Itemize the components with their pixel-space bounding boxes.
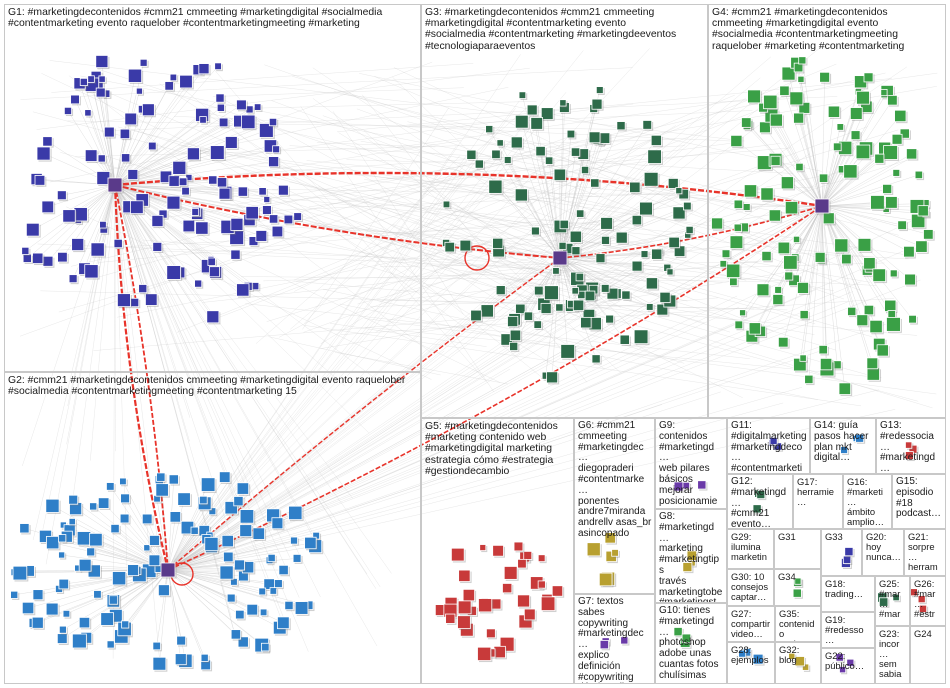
group-g32-label: G32: blog (779, 644, 802, 665)
group-g25-panel: G25: #mar… #mar… #rede… (875, 576, 910, 626)
group-g28-panel: G28: ejemplos (727, 642, 775, 684)
group-g11-label: G11: #digitalmarketing #marketingdeco… #… (731, 420, 807, 474)
group-g23-panel: G23: incor… sem sabia… (875, 626, 910, 684)
group-g19-label: G19: #redesso… (825, 614, 864, 645)
group-g12-label: G12: #marketingd… #cmm21 evento… (731, 476, 787, 529)
group-g29-panel: G29: ilumina marketin… (727, 529, 774, 569)
group-g1-panel: G1: #marketingdecontenidos #cmm21 cmmeet… (4, 4, 421, 372)
group-g7-panel: G7: textos sabes copywriting #marketingd… (574, 594, 655, 684)
group-g15-panel: G15: episodio #18 podcast… (892, 474, 946, 529)
group-g32-panel: G32: blog (775, 642, 821, 684)
group-g14-label: G14: guía pasos hacer plan mkt digital… (814, 420, 869, 464)
group-g31-label: G31 (778, 531, 796, 542)
group-g15-label: G15: episodio #18 podcast… (896, 476, 942, 520)
group-g21-label: G21: sorpre… herram… (908, 531, 938, 576)
group-g2-label: G2: #cmm21 #marketingdecontenidos cmmeet… (8, 375, 406, 398)
group-g10-label: G10: tienes #marketingd… photoshop adobe… (659, 605, 719, 681)
group-g20-label: G20: hoy nunca… (866, 531, 901, 562)
group-g30-label: G30: 10 consejos captar… (731, 571, 769, 602)
group-g6-panel: G6: #cmm21 cmmeeting #marketingdec… dieg… (574, 418, 655, 594)
group-g14-panel: G14: guía pasos hacer plan mkt digital… (810, 418, 876, 474)
group-g27-label: G27: compartir video… (731, 608, 771, 639)
group-g19-panel: G19: #redesso… (821, 612, 875, 648)
group-g26-panel: G26: #mar… #estr… #com… (910, 576, 946, 626)
group-g22-label: G22: público… (825, 650, 865, 671)
group-g16-label: G16: #marketi… ámbito amplio… (847, 476, 884, 527)
group-g5-label: G5: #marketingdecontenidos #marketing co… (425, 421, 558, 477)
group-g24-panel: G24 (910, 626, 946, 684)
group-g35-panel: G35: contenido estás… (775, 606, 821, 642)
group-g4-label: G4: #cmm21 #marketingdecontenidos cmmeet… (712, 7, 905, 52)
group-g12-panel: G12: #marketingd… #cmm21 evento… (727, 474, 793, 529)
group-g9-label: G9: contenidos #marketingd… web pilares … (659, 420, 718, 508)
group-g9-panel: G9: contenidos #marketingd… web pilares … (655, 418, 727, 509)
group-g6-label: G6: #cmm21 cmmeeting #marketingdec… dieg… (578, 420, 652, 539)
group-g18-panel: G18: trading… (821, 576, 875, 612)
group-g34-label: G34 (778, 571, 796, 582)
group-g34-panel: G34 (774, 569, 821, 606)
group-g13-panel: G13: #redessocia… #marketingd… link… (876, 418, 946, 474)
group-g17-label: G17: herramie… (797, 476, 834, 507)
group-g13-label: G13: #redessocia… #marketingd… link… (880, 420, 936, 474)
group-g22-panel: G22: público… (821, 648, 875, 684)
group-g3-panel: G3: #marketingdecontenidos #cmm21 cmmeet… (421, 4, 708, 418)
group-g8-label: G8: #marketingd… marketing #marketingtip… (659, 511, 723, 603)
group-g31-panel: G31 (774, 529, 821, 569)
group-g25-label: G25: #mar… #mar… #rede… (879, 578, 901, 626)
group-g10-panel: G10: tienes #marketingd… photoshop adobe… (655, 603, 727, 684)
group-g17-panel: G17: herramie… (793, 474, 843, 529)
group-g11-panel: G11: #digitalmarketing #marketingdeco… #… (727, 418, 810, 474)
group-g35-label: G35: contenido estás… (779, 608, 815, 642)
group-g8-panel: G8: #marketingd… marketing #marketingtip… (655, 509, 727, 603)
group-g4-panel: G4: #cmm21 #marketingdecontenidos cmmeet… (708, 4, 946, 418)
group-g28-label: G28: ejemplos (731, 644, 769, 665)
group-g20-panel: G20: hoy nunca… (862, 529, 904, 576)
group-g5-panel: G5: #marketingdecontenidos #marketing co… (421, 418, 574, 684)
group-g24-label: G24 (914, 628, 932, 639)
group-g21-panel: G21: sorpre… herram… (904, 529, 946, 576)
group-g2-panel: G2: #cmm21 #marketingdecontenidos cmmeet… (4, 372, 421, 684)
group-g23-label: G23: incor… sem sabia… (879, 628, 902, 684)
group-g29-label: G29: ilumina marketin… (731, 531, 767, 569)
group-g1-label: G1: #marketingdecontenidos #cmm21 cmmeet… (8, 7, 383, 30)
group-g33-label: G33 (825, 531, 843, 542)
group-g33-panel: G33 (821, 529, 862, 576)
group-g16-panel: G16: #marketi… ámbito amplio… (843, 474, 892, 529)
group-g3-label: G3: #marketingdecontenidos #cmm21 cmmeet… (425, 7, 677, 52)
group-g7-label: G7: textos sabes copywriting #marketingd… (578, 596, 644, 683)
group-g30-panel: G30: 10 consejos captar… (727, 569, 774, 606)
group-g26-label: G26: #mar… #estr… #com… (914, 578, 936, 626)
group-g27-panel: G27: compartir video… (727, 606, 775, 642)
group-g18-label: G18: trading… (825, 578, 864, 599)
